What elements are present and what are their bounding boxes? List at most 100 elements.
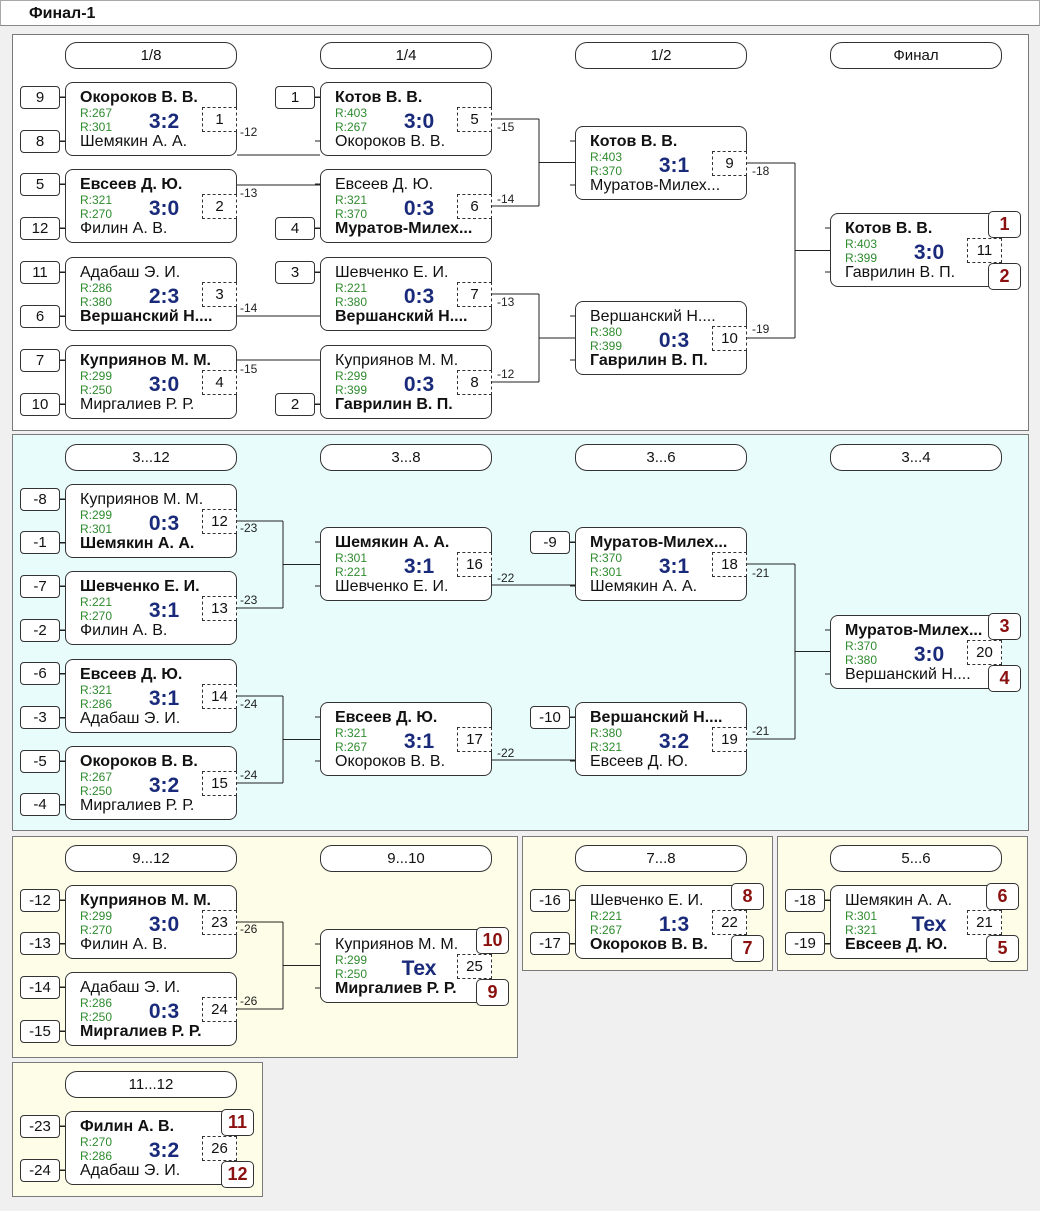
- round-header[interactable]: 5...6: [830, 845, 1002, 872]
- match-number: 22: [712, 910, 747, 935]
- round-header[interactable]: 7...8: [575, 845, 747, 872]
- round-header[interactable]: 1/8: [65, 42, 237, 69]
- seed-box: -9: [530, 531, 570, 554]
- loser-destination-label: -24: [240, 768, 258, 782]
- loser-destination-label: -22: [497, 571, 515, 585]
- match-number: 14: [202, 684, 237, 709]
- player-top-rating: R:370: [845, 639, 878, 653]
- player-bottom-rating: R:399: [590, 339, 623, 353]
- match-score: Тех: [911, 913, 947, 936]
- match-number: 7: [457, 282, 492, 307]
- round-header[interactable]: 3...4: [830, 444, 1002, 471]
- player-bottom-name: Вершанский Н....: [845, 666, 971, 683]
- seed-box: 11: [20, 261, 60, 284]
- match-number: 15: [202, 771, 237, 796]
- player-top-name: Куприянов М. М.: [335, 936, 459, 953]
- window-title: Финал-1: [29, 5, 96, 22]
- seed-box: -5: [20, 750, 60, 773]
- loser-destination-label: -13: [497, 295, 515, 309]
- round-header[interactable]: 3...8: [320, 444, 492, 471]
- player-top-name: Шемякин А. А.: [335, 534, 450, 551]
- match-number: 10: [712, 326, 747, 351]
- player-top-rating: R:299: [335, 953, 368, 967]
- player-bottom-name: Миргалиев Р. Р.: [80, 396, 195, 413]
- window-title-bar: Финал-1: [0, 0, 1040, 26]
- round-header[interactable]: 1/4: [320, 42, 492, 69]
- player-bottom-name: Гаврилин В. П.: [845, 264, 956, 281]
- seed-box: -3: [20, 706, 60, 729]
- seed-box: -14: [20, 976, 60, 999]
- round-header[interactable]: 3...6: [575, 444, 747, 471]
- round-header[interactable]: 9...10: [320, 845, 492, 872]
- player-top-name: Шемякин А. А.: [845, 892, 953, 909]
- player-top-rating: R:321: [80, 193, 113, 207]
- player-top-rating: R:380: [590, 325, 623, 339]
- player-top-rating: R:270: [80, 1135, 113, 1149]
- match-score: Тех: [401, 957, 437, 980]
- seed-box: -12: [20, 889, 60, 912]
- player-top-rating: R:299: [80, 909, 113, 923]
- loser-destination-label: -21: [752, 724, 770, 738]
- player-bottom-rating: R:267: [335, 120, 368, 134]
- player-top-rating: R:321: [335, 726, 368, 740]
- player-bottom-rating: R:267: [335, 740, 368, 754]
- player-top-name: Вершанский Н....: [590, 709, 723, 726]
- player-bottom-name: Адабаш Э. И.: [80, 1162, 181, 1179]
- match-score: 3:0: [148, 197, 180, 220]
- player-top-rating: R:221: [335, 281, 368, 295]
- player-top-name: Шевченко Е. И.: [590, 892, 704, 909]
- player-bottom-name: Евсеев Д. Ю.: [845, 936, 948, 953]
- round-header[interactable]: 1/2: [575, 42, 747, 69]
- seed-box: -16: [530, 889, 570, 912]
- match-number: 21: [967, 910, 1002, 935]
- match-number: 1: [202, 107, 237, 132]
- loser-destination-label: -13: [240, 186, 258, 200]
- match-score: 0:3: [403, 197, 435, 220]
- place-badge: 12: [221, 1161, 254, 1188]
- player-bottom-name: Окороков В. В.: [590, 936, 708, 953]
- player-top-name: Куприянов М. М.: [335, 352, 459, 369]
- seed-box: -24: [20, 1159, 60, 1182]
- round-header[interactable]: 11...12: [65, 1071, 237, 1098]
- loser-destination-label: -14: [497, 192, 515, 206]
- player-top-rating: R:286: [80, 996, 113, 1010]
- round-header[interactable]: 9...12: [65, 845, 237, 872]
- player-top-rating: R:301: [335, 551, 368, 565]
- player-bottom-name: Муратов-Милех...: [335, 220, 473, 237]
- seed-box: -18: [785, 889, 825, 912]
- place-badge: 1: [988, 211, 1021, 238]
- player-bottom-name: Вершанский Н....: [335, 308, 468, 325]
- match-number: 2: [202, 194, 237, 219]
- player-bottom-name: Окороков В. В.: [335, 133, 446, 150]
- round-header[interactable]: Финал: [830, 42, 1002, 69]
- loser-destination-label: -15: [497, 120, 515, 134]
- round-header[interactable]: 3...12: [65, 444, 237, 471]
- match-number: 16: [457, 552, 492, 577]
